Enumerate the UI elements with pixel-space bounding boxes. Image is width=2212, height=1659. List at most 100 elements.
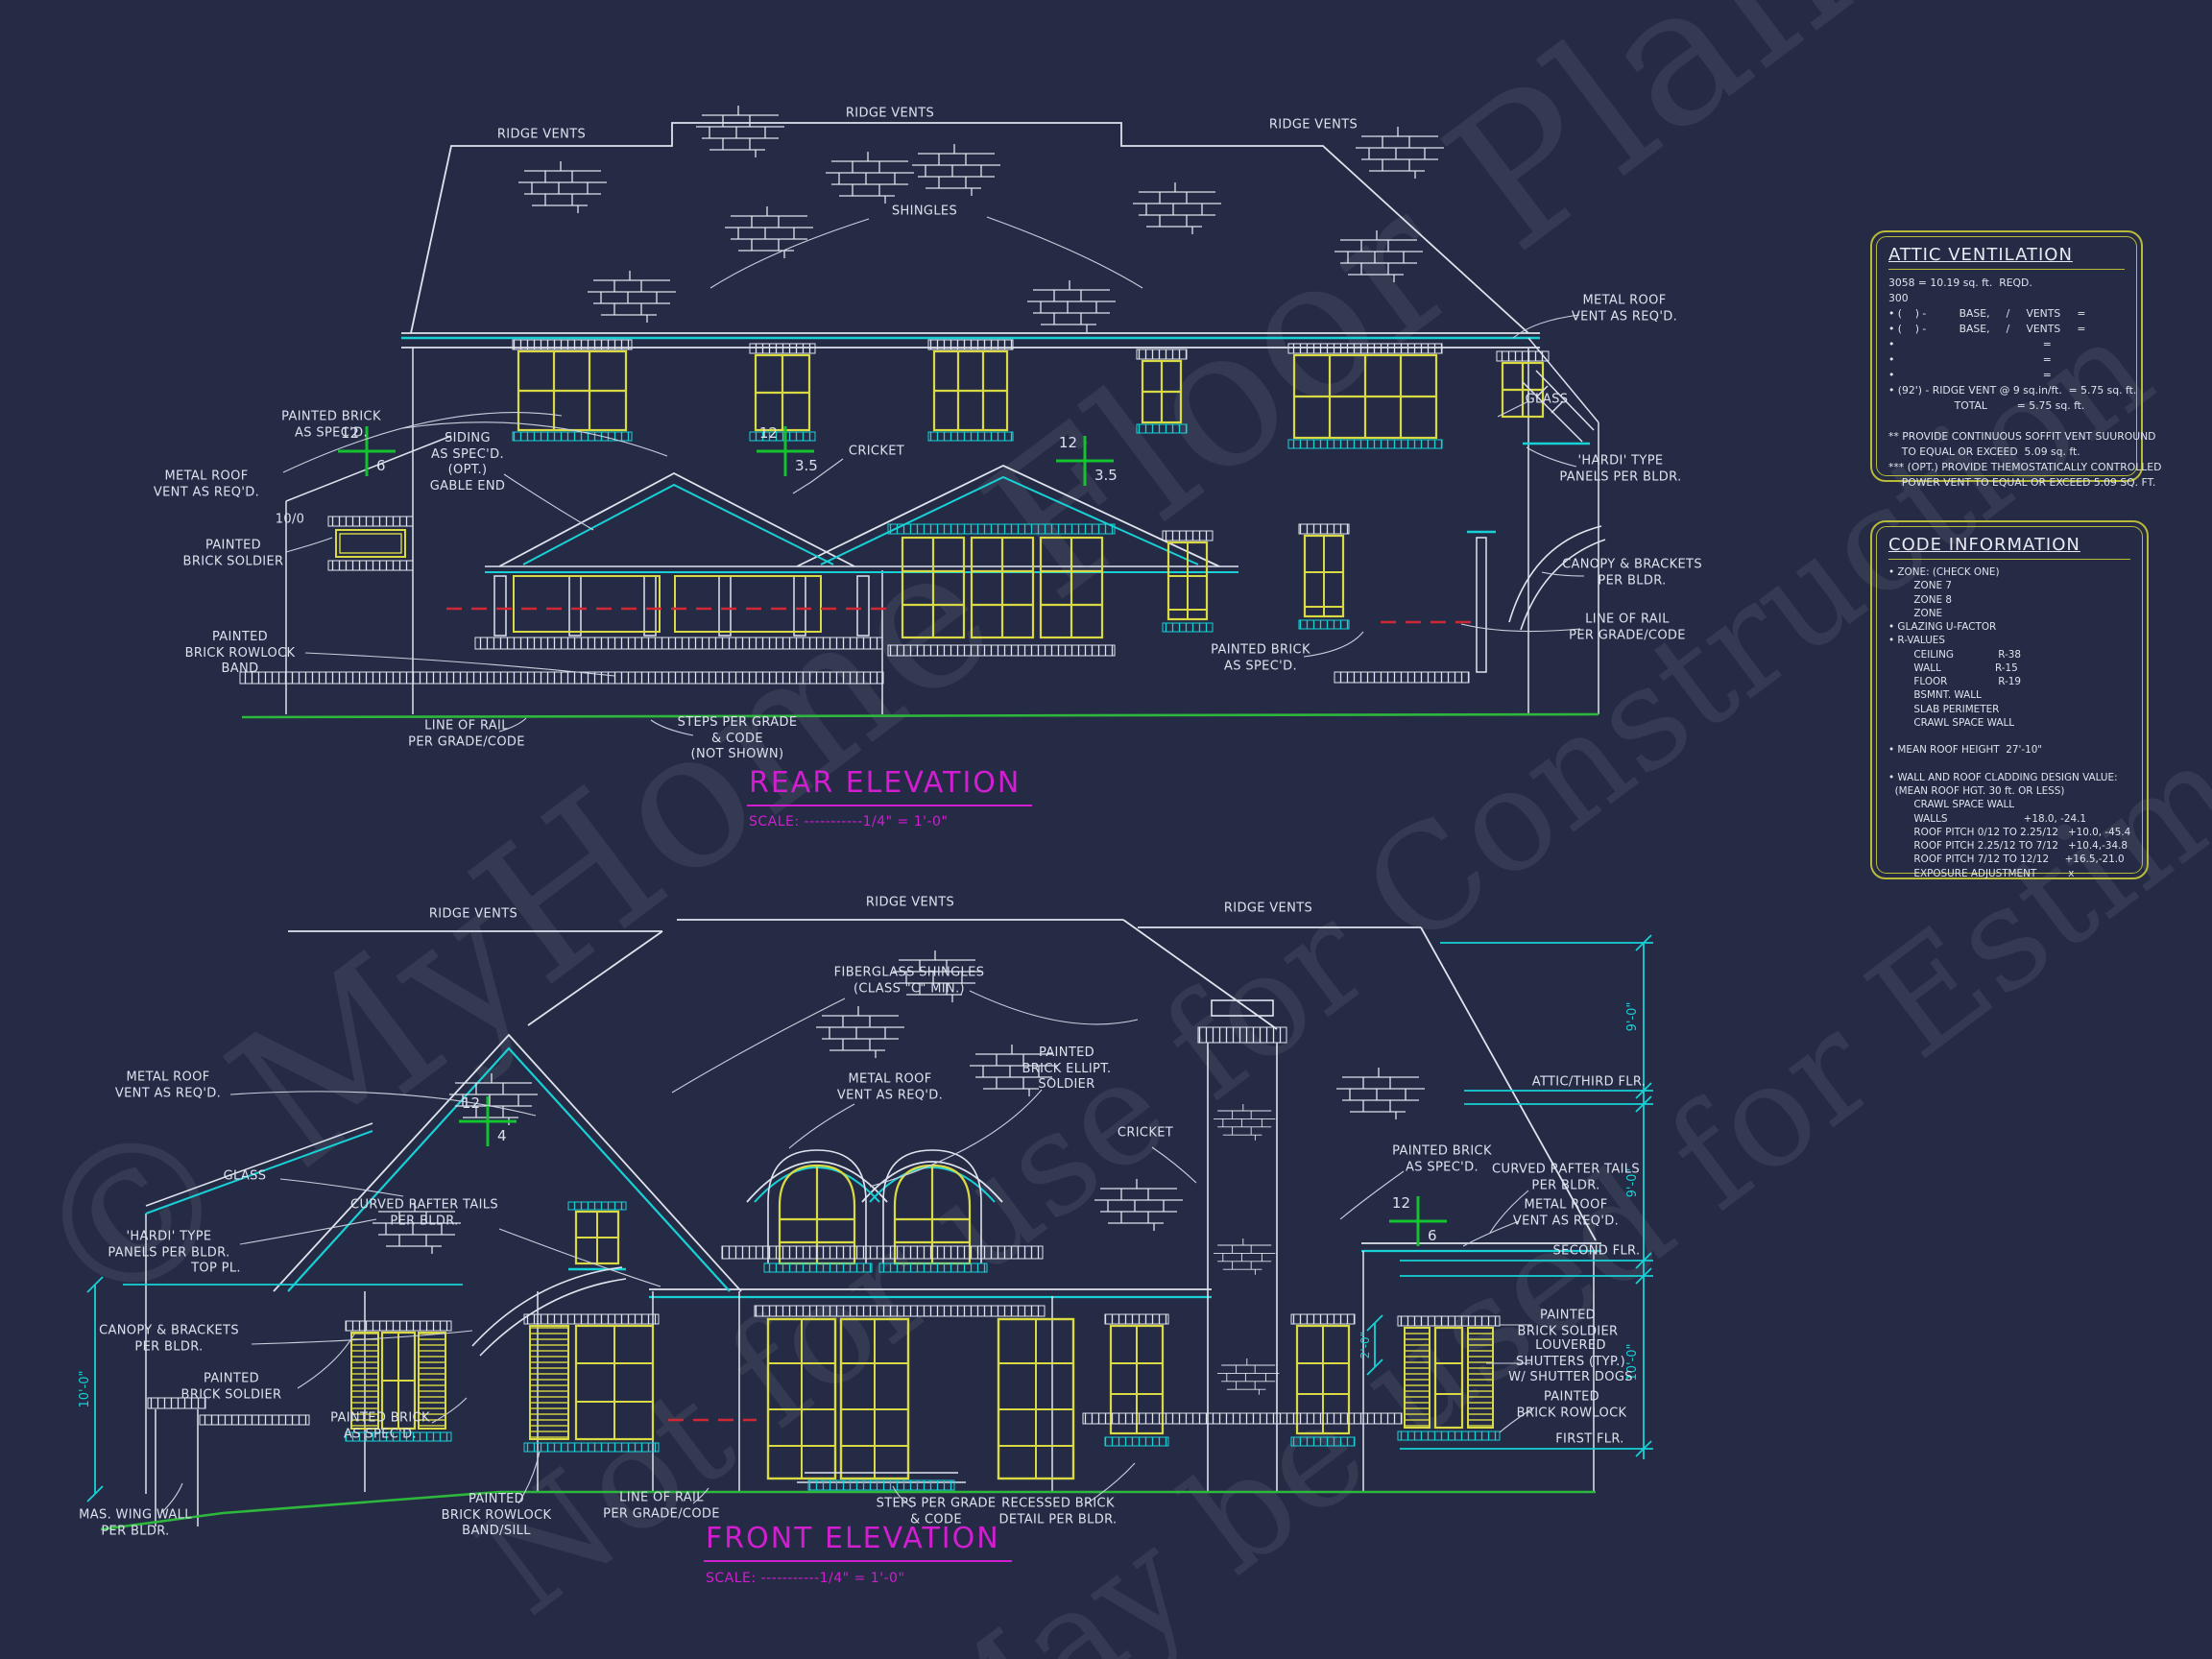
front-rowlock-band-sill-label: PAINTED BRICK ROWLOCK BAND/SILL	[441, 1492, 552, 1539]
front-balcony	[471, 1245, 1044, 1357]
code-line: FLOOR R-19	[1888, 676, 2022, 687]
front-elevation-scale: SCALE: -----------1/4" = 1'-0"	[706, 1571, 905, 1586]
front-dimension-lines	[86, 934, 1653, 1503]
rear-line-of-rail-right-label: LINE OF RAIL PER GRADE/CODE	[1569, 612, 1686, 642]
front-leader-lines	[160, 990, 1535, 1514]
code-line: CRAWL SPACE WALL	[1888, 799, 2015, 811]
rear-brick-rowlock-band-label: PAINTED BRICK ROWLOCK BAND	[184, 630, 296, 677]
code-information-panel-inner: CODE INFORMATION • ZONE: (CHECK ONE) ZON…	[1876, 526, 2143, 879]
code-line: • ZONE: (CHECK ONE)	[1888, 566, 2000, 578]
front-pitch1-run: 4	[497, 1127, 507, 1144]
rear-siding-label: SIDING AS SPEC'D. (OPT.) GABLE END	[429, 430, 506, 493]
rear-painted-brick-top-label: PAINTED BRICK AS SPEC'D.	[281, 409, 381, 440]
code-line: ROOF PITCH 7/12 TO 12/12 +16.5,-21.0	[1888, 854, 2125, 866]
dim-two: 2'-0"	[1358, 1332, 1372, 1358]
code-line: CRAWL SPACE WALL	[1888, 716, 2015, 729]
front-glass-label: GLASS	[223, 1168, 267, 1184]
rear-ridge-vents-left-label: RIDGE VENTS	[496, 127, 587, 142]
attic-line: ** PROVIDE CONTINUOUS SOFFIT VENT SUUROU…	[1888, 429, 2156, 443]
code-line: CEILING R-38	[1888, 648, 2021, 661]
code-information-title: CODE INFORMATION	[1888, 535, 2130, 560]
attic-ventilation-title: ATTIC VENTILATION	[1888, 245, 2125, 270]
rear-metal-roof-vent-left-label: METAL ROOF VENT AS REQ'D.	[153, 469, 260, 499]
rear-window-bands	[512, 339, 1550, 449]
attic-line: POWER VENT TO EQUAL OR EXCEED 5.09 SQ. F…	[1888, 475, 2156, 489]
code-line: ZONE	[1888, 607, 1943, 619]
front-elevation-drawing	[86, 919, 1653, 1531]
attic-line: • (92') - RIDGE VENT @ 9 sq.in/ft. = 5.7…	[1888, 383, 2137, 397]
front-first-floor	[199, 1305, 1501, 1491]
code-line: EXPOSURE ADJUSTMENT x	[1888, 867, 2075, 879]
front-metal-roof-vent-right-label: METAL ROOF VENT AS REQ'D.	[1512, 1197, 1620, 1228]
code-line: ZONE 8	[1888, 593, 1952, 606]
attic-line: 300	[1888, 291, 1909, 304]
rear-pitch3-run: 3.5	[1094, 467, 1118, 484]
rear-elevation-scale: SCALE: -----------1/4" = 1'-0"	[749, 814, 949, 830]
front-top-plate-label: TOP PL.	[191, 1261, 241, 1276]
rear-canopy-brackets-label: CANOPY & BRACKETS PER BLDR.	[1562, 557, 1702, 588]
code-line	[1888, 757, 2130, 771]
rear-ridge-vents-right-label: RIDGE VENTS	[1268, 117, 1358, 132]
rear-ground-line	[241, 712, 1599, 719]
rear-line-of-rail-bottom-label: LINE OF RAIL PER GRADE/CODE	[408, 718, 525, 749]
front-pitch-markers	[459, 1096, 1447, 1246]
front-pitch2-run: 6	[1428, 1227, 1437, 1244]
rear-ridge-vents-center-label: RIDGE VENTS	[845, 106, 935, 121]
front-mas-wing-wall-label: MAS. WING WALL PER BLDR.	[79, 1507, 192, 1538]
rear-pitch1-rise: 12	[341, 424, 359, 442]
front-elevation-title: FRONT ELEVATION	[704, 1522, 1012, 1562]
rear-leader-lines	[282, 216, 1585, 736]
attic-line: *** (OPT.) PROVIDE THEMOSTATICALLY CONTR…	[1888, 460, 2162, 473]
rear-center-windows	[887, 523, 1116, 657]
attic-ventilation-panel: ATTIC VENTILATION 3058 = 10.19 sq. ft. R…	[1870, 230, 2162, 489]
code-line: • MEAN ROOF HEIGHT 27'-10"	[1888, 744, 2043, 757]
front-brick-soldier-right-label: PAINTED BRICK SOLDIER	[1517, 1308, 1619, 1338]
attic-line: TO EQUAL OR EXCEED 5.09 sq. ft.	[1888, 445, 2080, 458]
code-line: ROOF PITCH 2.25/12 TO 7/12 +10.4,-34.8	[1888, 840, 2128, 852]
rear-second-floor-windows	[517, 349, 1545, 440]
code-line: • WALL AND ROOF CLADDING DESIGN VALUE:	[1888, 771, 2118, 783]
rear-cricket-label: CRICKET	[848, 444, 905, 459]
attic-line: TOTAL = 5.75 sq. ft.	[1888, 398, 2085, 412]
code-line	[1888, 730, 2130, 743]
attic-line: • =	[1888, 337, 2052, 350]
rear-right-wing	[1334, 370, 1606, 684]
rear-shingles-label: SHINGLES	[891, 204, 958, 219]
front-line-of-rail-label: LINE OF RAIL PER GRADE/CODE	[603, 1490, 720, 1521]
rear-ten-zero-label: 10/0	[275, 512, 305, 527]
attic-line: • ( ) - BASE, / VENTS =	[1888, 322, 2086, 335]
code-line: • R-VALUES	[1888, 635, 1945, 647]
dim-ten-left: 10'-0"	[78, 1370, 92, 1407]
rear-pitch3-rise: 12	[1059, 434, 1077, 451]
rear-brick-soldier-label: PAINTED BRICK SOLDIER	[182, 538, 284, 568]
code-line: BSMNT. WALL	[1888, 689, 1982, 702]
attic-line	[1888, 414, 2125, 429]
front-brick-soldier-left-label: PAINTED BRICK SOLDIER	[180, 1371, 282, 1402]
rear-porch-roof	[485, 465, 1238, 573]
front-dormers	[746, 1149, 1003, 1273]
front-recessed-brick-label: RECESSED BRICK DETAIL PER BLDR.	[998, 1496, 1118, 1527]
attic-line: • ( ) - BASE, / VENTS =	[1888, 306, 2086, 320]
code-line: WALLS +18.0, -24.1	[1888, 812, 2087, 825]
rear-elevation-drawing	[239, 105, 1606, 736]
front-canopy-brackets-label: CANOPY & BRACKETS PER BLDR.	[99, 1323, 239, 1354]
code-line: WALL R-15	[1888, 661, 2018, 674]
rear-pitch2-rise: 12	[759, 424, 778, 442]
rear-left-soldier-window	[327, 516, 414, 571]
front-chimney	[1197, 999, 1287, 1492]
front-painted-brick-right-label: PAINTED BRICK AS SPEC'D.	[1392, 1143, 1492, 1174]
code-line: ROOF PITCH 0/12 TO 2.25/12 +10.0, -45.4	[1888, 826, 2131, 838]
dim-nine-a: 9'-0"	[1625, 1002, 1640, 1032]
code-line: ZONE 7	[1888, 580, 1952, 592]
rear-porch	[239, 575, 884, 685]
front-gable-window	[567, 1201, 627, 1271]
rear-elevation-title: REAR ELEVATION	[747, 766, 1033, 806]
front-metal-roof-vent-center-label: METAL ROOF VENT AS REQ'D.	[836, 1071, 944, 1102]
dim-ten: 10'-0"	[1625, 1343, 1640, 1381]
front-second-floor-label: SECOND FLR.	[1552, 1243, 1641, 1259]
code-line: • GLAZING U-FACTOR	[1888, 621, 1997, 633]
front-ridge-vents-left-label: RIDGE VENTS	[428, 906, 518, 922]
attic-line: • =	[1888, 368, 2052, 381]
